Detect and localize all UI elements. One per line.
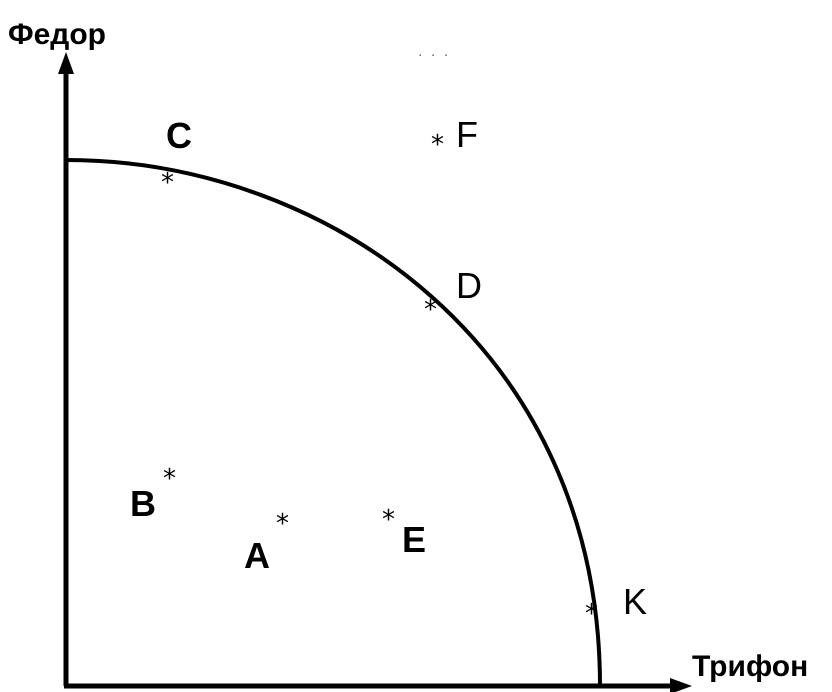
x-axis-arrowhead [670,678,692,692]
point-f-label: F [456,114,478,155]
point-d-label: D [456,265,482,306]
top-dots: . . . [418,43,450,60]
point-b-label: B [130,483,156,524]
frontier-curve [65,158,602,687]
point-b-star: * [163,464,176,494]
point-f-star: * [431,130,444,160]
point-c-label: C [166,115,192,156]
point-c-star: * [161,168,174,198]
y-axis-arrowhead [58,52,74,74]
point-k-label: K [623,581,647,622]
point-e-star: * [382,505,395,535]
point-a-label: A [244,535,270,576]
point-e-label: E [402,519,426,560]
point-d-star: * [424,295,437,325]
point-a-star: * [276,509,289,539]
point-k-star: * [585,599,598,629]
y-axis-title: Федор [8,18,106,51]
x-axis-title: Трифон [692,650,808,683]
